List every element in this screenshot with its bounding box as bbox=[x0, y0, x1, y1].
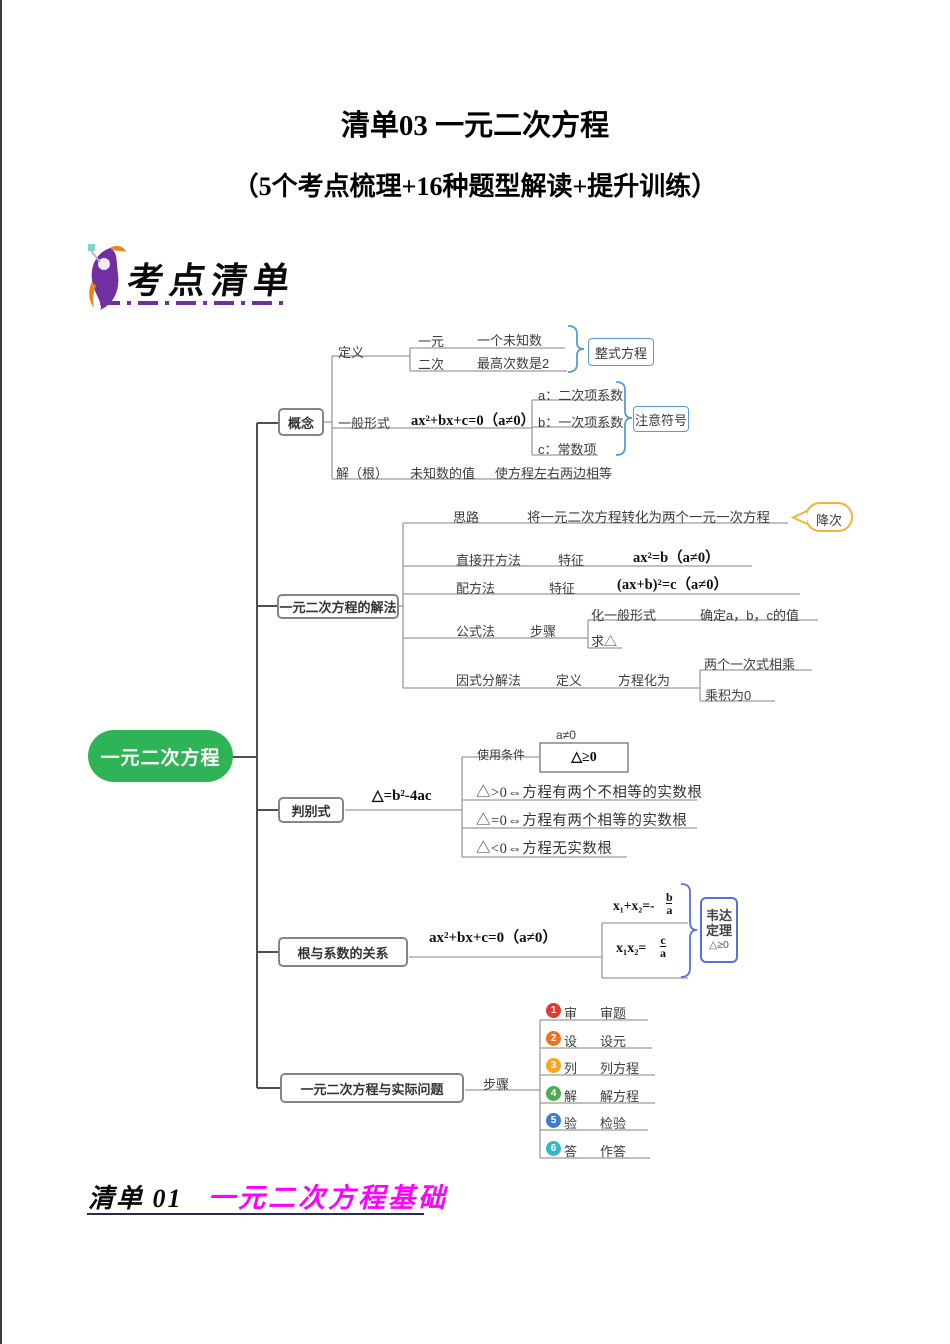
section-underline bbox=[87, 1213, 424, 1215]
step-desc: 作答 bbox=[600, 1144, 627, 1159]
complete-square-formula: (ax+b)²=c（a≠0） bbox=[617, 577, 728, 593]
step-desc: 设元 bbox=[600, 1034, 627, 1049]
section-title: 一元二次方程基础 bbox=[208, 1183, 448, 1213]
definition-row-value: 最高次数是2 bbox=[477, 356, 550, 371]
vieta-theorem-line1: 韦达 bbox=[705, 907, 732, 923]
branch-vieta: 根与系数的关系 bbox=[278, 937, 408, 967]
direct-method-formula: ax²=b（a≠0） bbox=[633, 550, 720, 566]
fraction-denominator: a bbox=[666, 903, 673, 917]
vieta-sum-fraction: b a bbox=[666, 891, 673, 916]
step-desc: 审题 bbox=[600, 1006, 627, 1021]
quadratic-formula-key: 步骤 bbox=[530, 624, 557, 639]
branch-practical: 一元二次方程与实际问题 bbox=[280, 1073, 464, 1103]
coefficient-b: b：一次项系数 bbox=[538, 415, 624, 430]
discriminant-case-positive: △>0⇔方程有两个不相等的实数根 bbox=[476, 785, 703, 801]
branch-methods: 一元二次方程的解法 bbox=[277, 594, 399, 619]
vieta-theorem-condition: △≥0 bbox=[709, 938, 729, 951]
condition-box-text: △≥0 bbox=[571, 750, 597, 765]
vieta-product-formula: x₁x₂= bbox=[616, 941, 647, 956]
step-char: 解 bbox=[564, 1089, 578, 1104]
complete-square-label: 配方法 bbox=[456, 581, 496, 596]
discriminant-case-zero: △=0⇔方程有两个相等的实数根 bbox=[476, 813, 688, 829]
general-form-label: 一般形式 bbox=[338, 416, 391, 431]
coefficient-c: c：常数项 bbox=[538, 442, 597, 457]
discriminant-case-negative: △<0⇔方程无实数根 bbox=[476, 841, 613, 857]
solution-value2: 使方程左右两边相等 bbox=[495, 466, 613, 481]
step-desc: 检验 bbox=[600, 1116, 627, 1131]
practical-steps-label: 步骤 bbox=[483, 1077, 510, 1092]
page-edge-line bbox=[0, 0, 2, 1344]
step-number-badge: 2 bbox=[546, 1031, 561, 1046]
vieta-theorem-line2: 定理 bbox=[705, 922, 732, 938]
page-subtitle: （5个考点梳理+16种题型解读+提升训练） bbox=[232, 172, 718, 201]
reduce-degree-callout: 降次 bbox=[815, 513, 842, 528]
step-desc: 解方程 bbox=[600, 1089, 640, 1104]
fraction-numerator: c bbox=[660, 933, 666, 947]
step-number-badge: 6 bbox=[546, 1141, 561, 1156]
factoring-result1: 两个一次式相乘 bbox=[704, 657, 796, 672]
definition-row-value: 一个未知数 bbox=[477, 333, 543, 348]
step-number-badge: 3 bbox=[546, 1058, 561, 1073]
direct-method-key: 特征 bbox=[558, 553, 585, 568]
vieta-equation: ax²+bx+c=0（a≠0） bbox=[429, 930, 558, 946]
discriminant-formula: △=b²-4ac bbox=[372, 788, 432, 804]
concept-definition-label: 定义 bbox=[338, 345, 365, 360]
definition-row-key: 一元 bbox=[418, 334, 445, 349]
step-number-badge: 1 bbox=[546, 1003, 561, 1018]
branch-discriminant: 判别式 bbox=[278, 797, 344, 823]
factoring-value: 方程化为 bbox=[618, 673, 671, 688]
formula-step1b: 确定a，b，c的值 bbox=[700, 608, 799, 623]
step-char: 列 bbox=[564, 1061, 578, 1076]
solution-label: 解（根） bbox=[336, 466, 389, 481]
formula-step1a: 化一般形式 bbox=[591, 608, 657, 623]
step-char: 答 bbox=[564, 1144, 578, 1159]
step-number-badge: 4 bbox=[546, 1086, 561, 1101]
banner-mascot-icon bbox=[88, 244, 126, 310]
condition-a: a≠0 bbox=[556, 728, 576, 742]
page-title: 清单03 一元二次方程 bbox=[340, 110, 610, 142]
general-form-formula: ax²+bx+c=0（a≠0） bbox=[411, 413, 536, 429]
complete-square-key: 特征 bbox=[549, 581, 576, 596]
step-number-badge: 5 bbox=[546, 1113, 561, 1128]
factoring-result2: 乘积为0 bbox=[705, 688, 752, 703]
idea-text: 将一元二次方程转化为两个一元一次方程 bbox=[527, 510, 770, 525]
factoring-key: 定义 bbox=[556, 673, 583, 688]
step-char: 审 bbox=[564, 1006, 578, 1021]
step-char: 验 bbox=[564, 1116, 578, 1131]
sign-note-box: 注意符号 bbox=[633, 406, 689, 432]
fraction-numerator: b bbox=[666, 890, 673, 904]
fraction-denominator: a bbox=[660, 946, 666, 960]
vieta-theorem-box: 韦达 定理 △≥0 bbox=[700, 897, 738, 963]
integral-equation-box: 整式方程 bbox=[588, 338, 654, 366]
vieta-product-fraction: c a bbox=[660, 934, 666, 959]
direct-method-label: 直接开方法 bbox=[456, 553, 522, 568]
vieta-sum-formula: x₁+x₂=- bbox=[613, 898, 655, 913]
step-char: 设 bbox=[564, 1034, 578, 1049]
idea-label: 思路 bbox=[453, 510, 480, 525]
condition-label: 使用条件 bbox=[477, 748, 526, 762]
branch-concept: 概念 bbox=[278, 408, 324, 436]
solution-value1: 未知数的值 bbox=[410, 466, 476, 481]
formula-step2: 求△ bbox=[591, 634, 618, 649]
banner-underline bbox=[100, 301, 288, 305]
definition-row-key: 二次 bbox=[418, 357, 445, 372]
quadratic-formula-label: 公式法 bbox=[456, 624, 496, 639]
root-node: 一元二次方程 bbox=[88, 730, 233, 782]
step-desc: 列方程 bbox=[600, 1061, 640, 1076]
section-number: 清单 01 bbox=[88, 1184, 183, 1213]
coefficient-a: a：二次项系数 bbox=[538, 388, 624, 403]
factoring-label: 因式分解法 bbox=[456, 673, 522, 688]
